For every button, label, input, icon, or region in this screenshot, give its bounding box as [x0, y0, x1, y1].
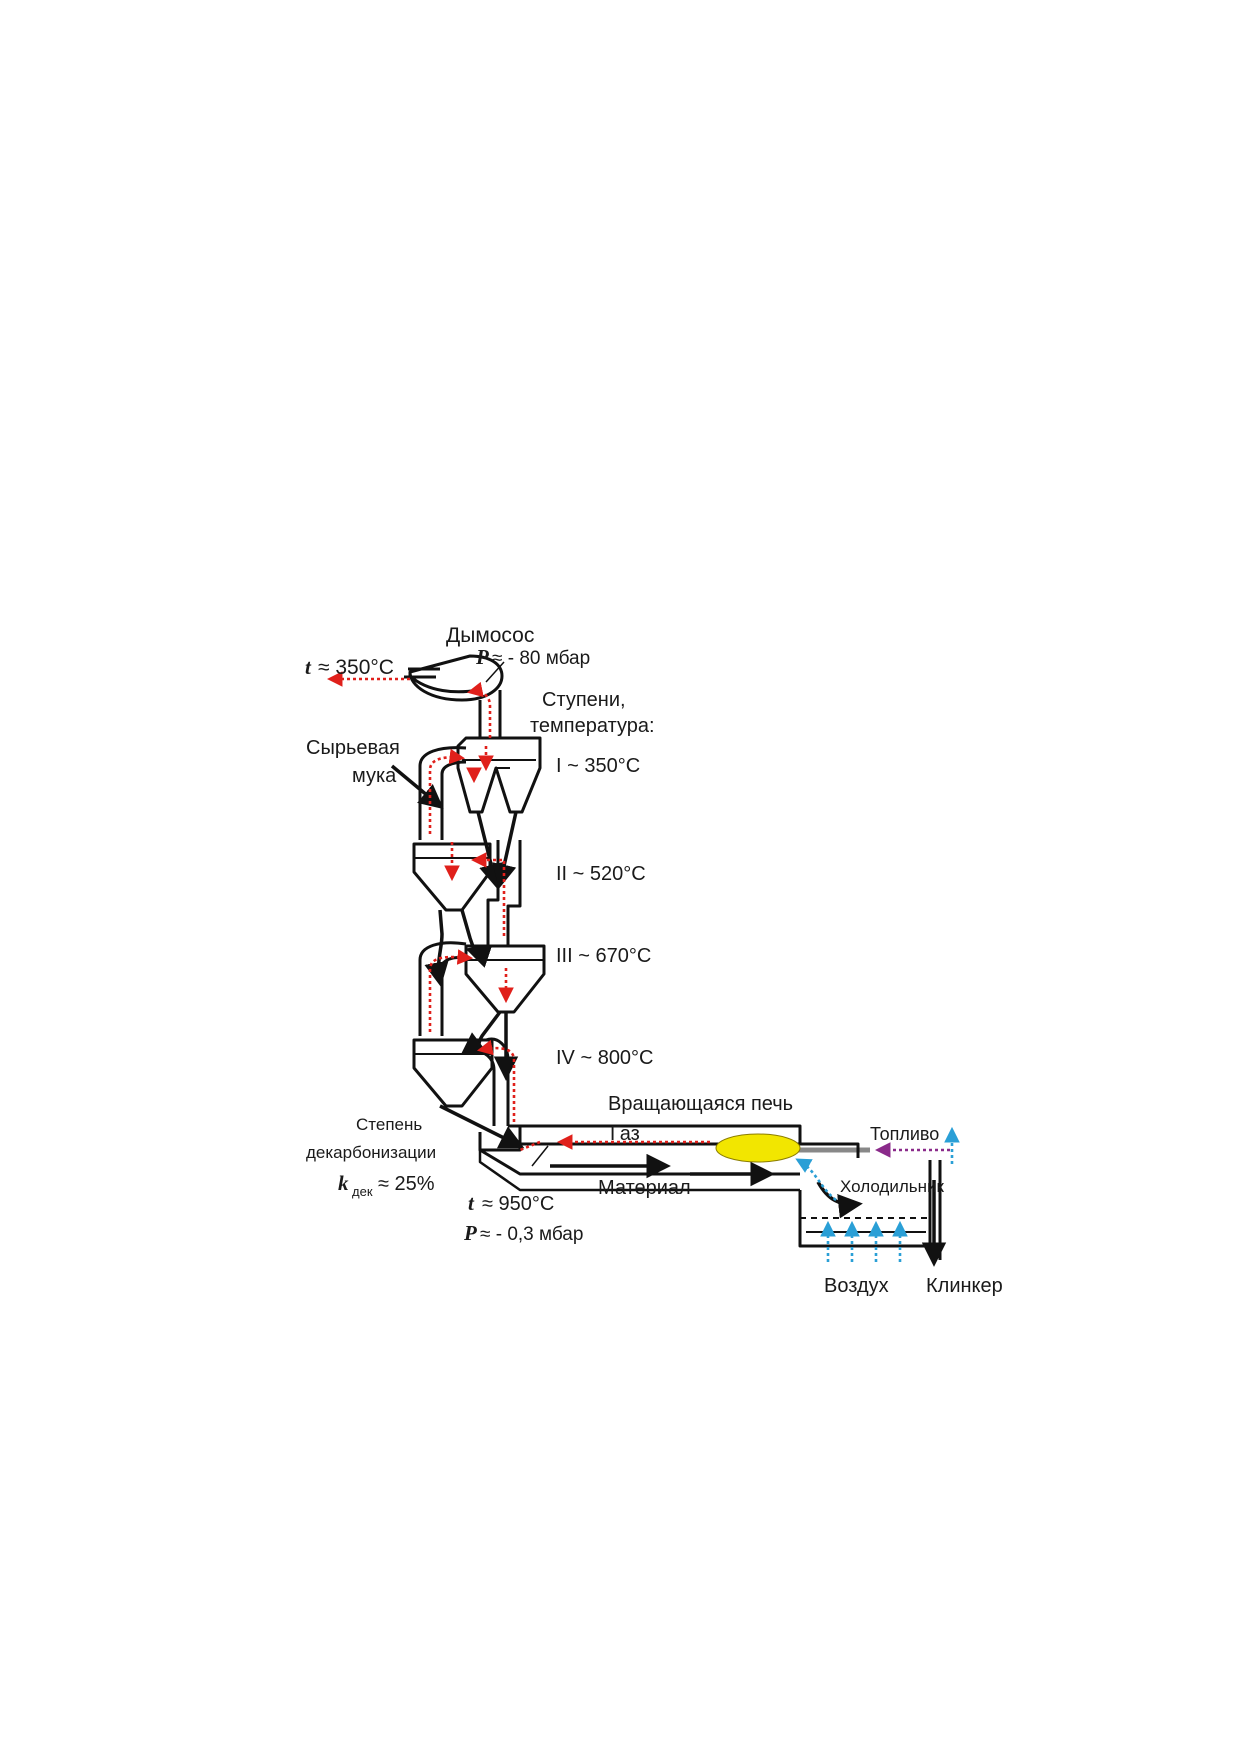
fan-label: Дымосос: [446, 624, 534, 647]
exhaust-temp-symbol: t: [305, 655, 312, 679]
pointer-lines: [485, 661, 549, 1167]
decarbonization-line2: декарбонизации: [306, 1143, 436, 1162]
gas-flow-arrows: [326, 671, 710, 1152]
raw-meal-line1: Сырьевая: [306, 737, 400, 759]
exhaust-duct: [404, 667, 440, 679]
raw-meal-arrow: [390, 764, 444, 810]
cyclone-stage-1: [456, 736, 542, 814]
air-label: Воздух: [824, 1275, 889, 1297]
preheater-tower: [404, 654, 942, 1260]
top-pressure-value: ≈ - 80 мбар: [492, 648, 590, 669]
raw-meal-line2: мука: [352, 765, 397, 787]
clinker-label: Клинкер: [926, 1275, 1003, 1297]
stage-1-label: I ~ 350°C: [556, 755, 640, 777]
cyclone-stage-3: [464, 944, 546, 1014]
decarbonization-k-subscript: дек: [352, 1184, 373, 1199]
labels: Дымосос t ≈ 350°C P ≈ - 80 мбар Ступени,…: [305, 624, 1003, 1297]
fuel-label: Топливо: [870, 1124, 939, 1144]
air-flow-arrows: [795, 1126, 960, 1262]
exhaust-temp-value: ≈ 350°C: [318, 656, 394, 679]
cyclone-stage-2: [412, 842, 492, 912]
gas-label: Газ: [610, 1123, 640, 1145]
kiln-inlet: [478, 1124, 522, 1152]
stage-4-label: IV ~ 800°C: [556, 1047, 654, 1069]
rotary-kiln-label: Вращающаяся печь: [608, 1093, 793, 1115]
stages-title-line1: Ступени,: [542, 689, 626, 711]
decarbonization-value: ≈ 25%: [378, 1173, 435, 1195]
clinker-cooler: [798, 1142, 942, 1260]
kiln-inlet-pressure-symbol: P: [463, 1221, 477, 1245]
top-pressure-symbol: P: [475, 645, 489, 669]
kiln-inlet-temp-value: ≈ 950°C: [482, 1193, 554, 1215]
decarbonization-line1: Степень: [356, 1115, 422, 1134]
stage-2-label: II ~ 520°C: [556, 863, 646, 885]
stage-3-label: III ~ 670°C: [556, 945, 651, 967]
kiln-inlet-pressure-value: ≈ - 0,3 мбар: [480, 1224, 583, 1245]
burner-flame: [715, 1133, 801, 1163]
stages-title-line2: температура:: [530, 715, 655, 737]
exhaust-fan: [408, 654, 504, 702]
material-label: Материал: [598, 1177, 691, 1199]
kiln-inlet-temp-symbol: t: [468, 1191, 475, 1215]
decarbonization-k-symbol: k: [338, 1171, 349, 1195]
cooler-label: Холодильник: [840, 1177, 944, 1196]
